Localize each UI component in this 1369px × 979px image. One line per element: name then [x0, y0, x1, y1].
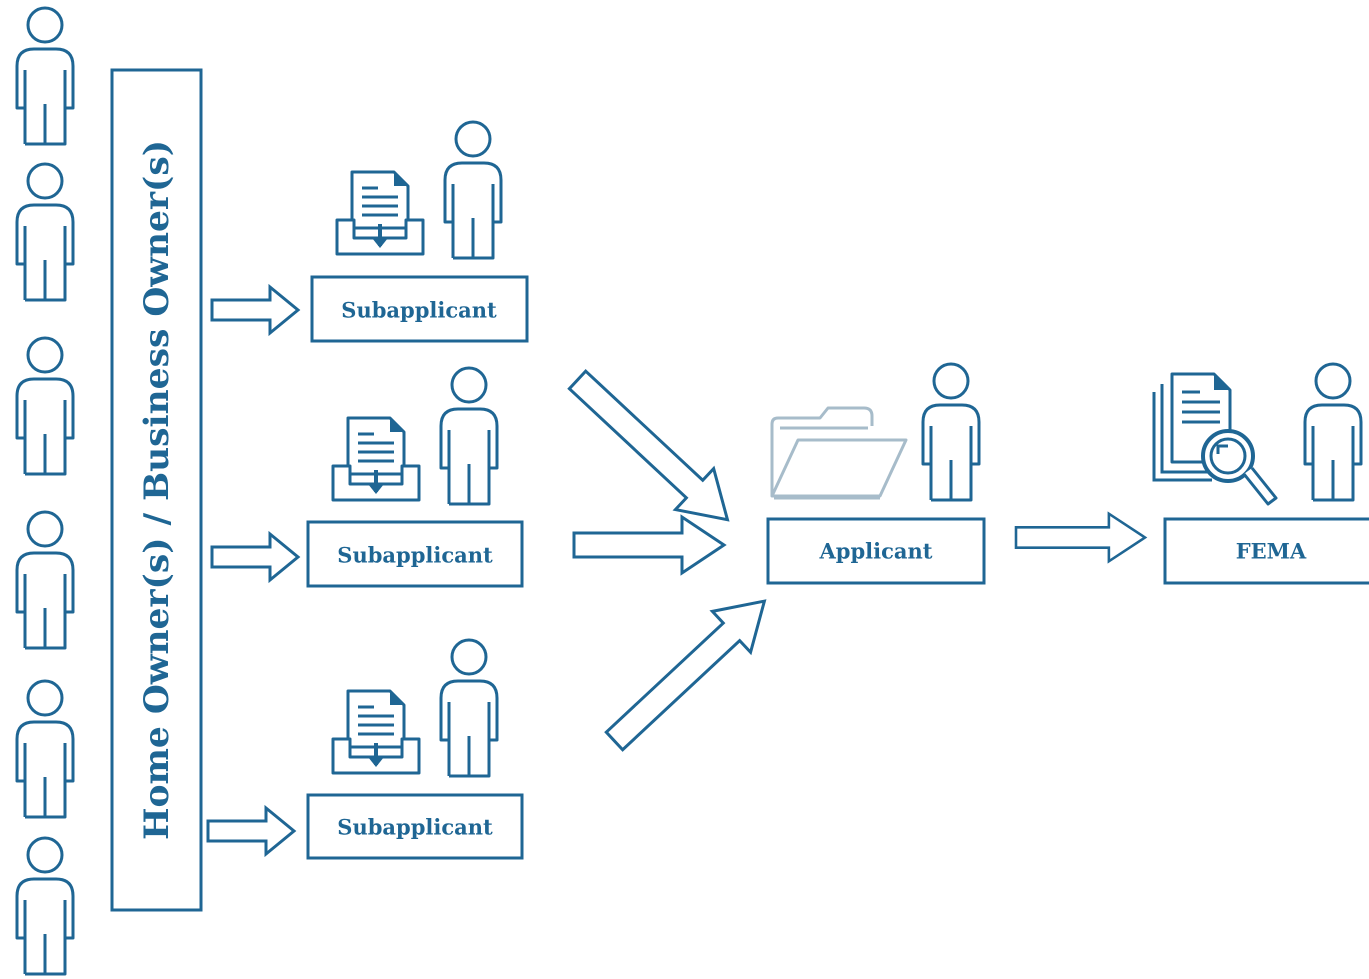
- person-icon: [1303, 362, 1363, 502]
- open-folder-icon: [770, 406, 908, 500]
- subapplicant-node-3: Subapplicant: [306, 638, 524, 860]
- subapplicant-label-2: Subapplicant: [337, 543, 493, 568]
- arrow-subapplicant-2-to-applicant: [572, 515, 726, 575]
- person-icon: [15, 679, 75, 819]
- person-icon: [15, 6, 75, 146]
- person-icon: [443, 120, 503, 260]
- document-inbox-icon: [331, 416, 421, 502]
- applicant-node: Applicant: [766, 362, 986, 585]
- subapplicant-node-2: Subapplicant: [306, 366, 524, 588]
- person-icon: [15, 336, 75, 476]
- subapplicant-label-1: Subapplicant: [341, 298, 497, 323]
- person-icon: [921, 362, 981, 502]
- arrow-applicant-to-fema: [1014, 512, 1147, 563]
- person-icon: [15, 836, 75, 976]
- arrow-owners-to-subapplicant-3: [206, 806, 296, 856]
- fema-node: FEMA: [1152, 362, 1369, 585]
- document-review-magnifier-icon: [1152, 372, 1278, 506]
- arrow-subapplicant-3-to-applicant: [593, 579, 785, 763]
- applicant-label: Applicant: [819, 539, 933, 564]
- owner-people-column: [15, 6, 75, 976]
- owners-label: Home Owner(s) / Business Owner(s): [137, 140, 177, 840]
- arrow-owners-to-subapplicant-1: [210, 285, 300, 335]
- fema-label: FEMA: [1236, 539, 1307, 564]
- subapplicant-label-3: Subapplicant: [337, 815, 493, 840]
- person-icon: [439, 366, 499, 506]
- subapplicant-node-1: Subapplicant: [310, 120, 529, 343]
- document-inbox-icon: [335, 170, 425, 256]
- person-icon: [15, 162, 75, 302]
- arrow-subapplicant-1-to-applicant: [556, 357, 749, 542]
- arrow-owners-to-subapplicant-2: [210, 532, 300, 582]
- document-inbox-icon: [331, 689, 421, 775]
- owners-box: Home Owner(s) / Business Owner(s): [110, 68, 203, 912]
- person-icon: [439, 638, 499, 778]
- person-icon: [15, 510, 75, 650]
